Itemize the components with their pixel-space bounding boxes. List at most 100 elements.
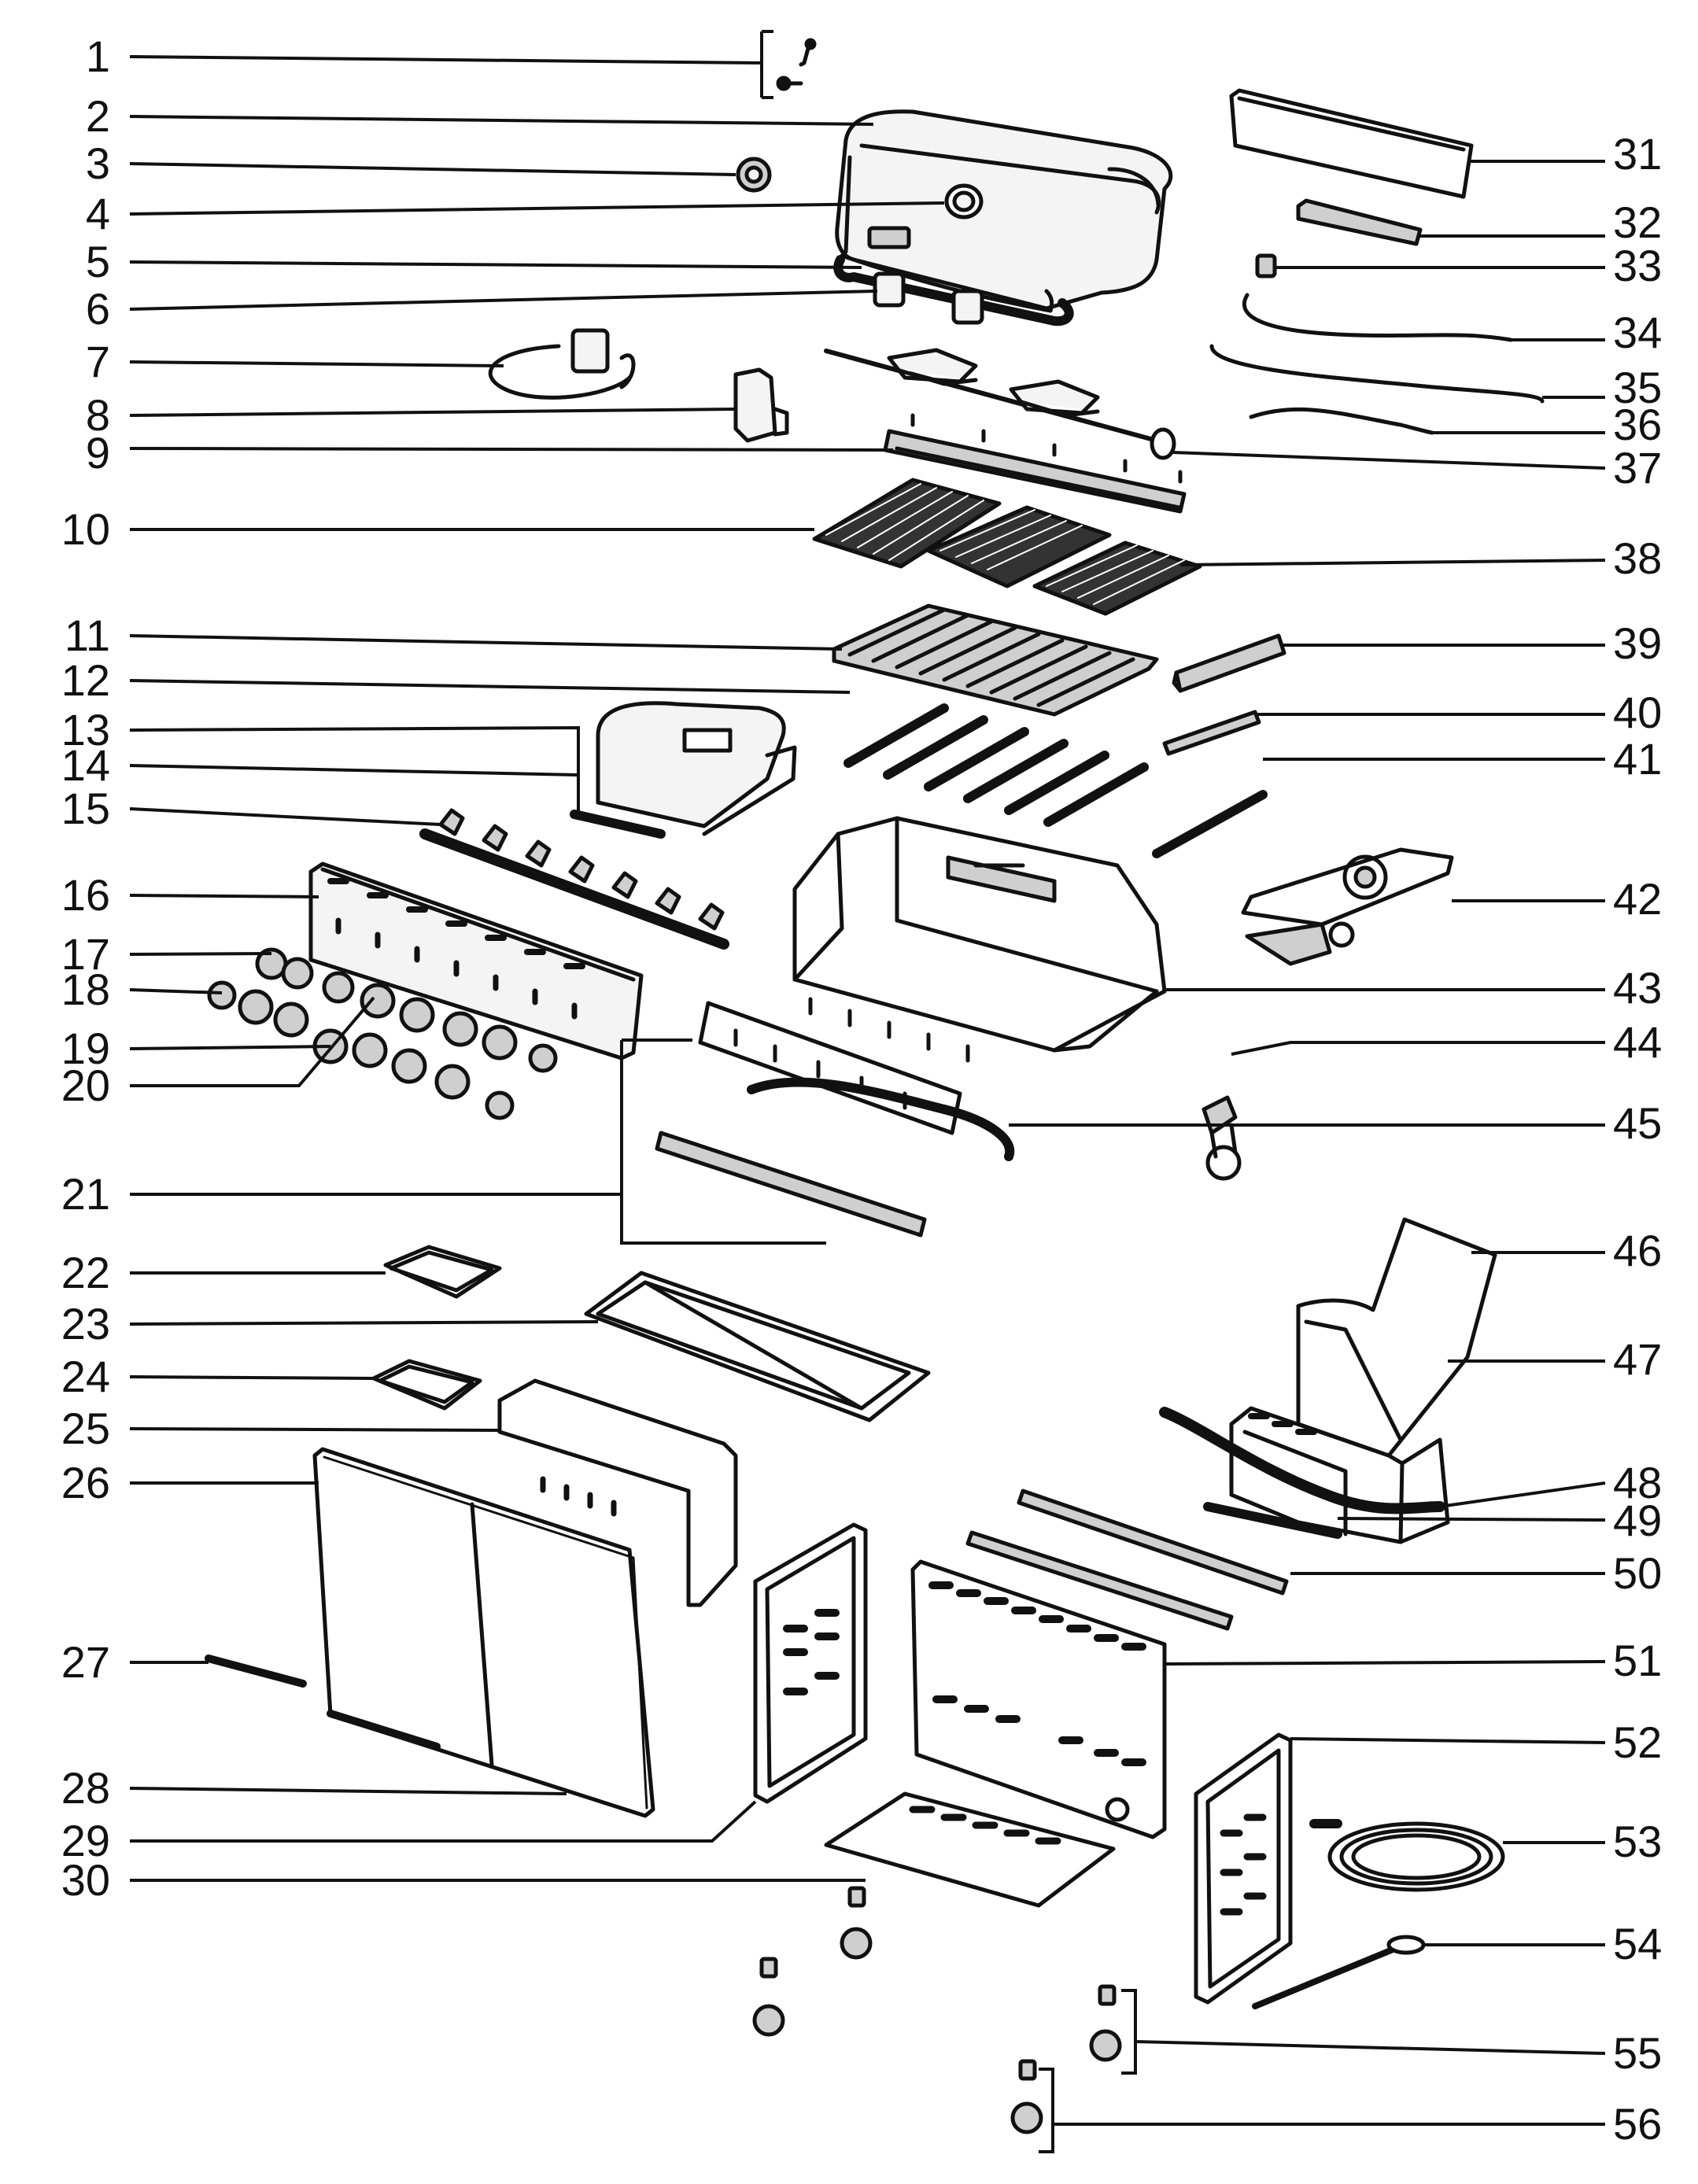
callout-8: 8 bbox=[85, 390, 110, 440]
leader-lines-right bbox=[1009, 160, 1606, 2153]
callout-29: 29 bbox=[61, 1816, 110, 1865]
side-burner-hose bbox=[1159, 1407, 1445, 1514]
callout-14: 14 bbox=[61, 740, 110, 790]
flavorizer-bars bbox=[832, 603, 1159, 717]
control-knobs bbox=[207, 947, 558, 1120]
igniter-module bbox=[1296, 198, 1423, 246]
warming-rack bbox=[883, 413, 1187, 514]
gas-hose-coil bbox=[1309, 1819, 1505, 1892]
callout-10: 10 bbox=[61, 504, 110, 554]
callout-44: 44 bbox=[1613, 1017, 1663, 1067]
screws bbox=[776, 38, 817, 91]
callout-17: 17 bbox=[61, 929, 110, 979]
right-cart-frame bbox=[1194, 1732, 1293, 2005]
callout-9: 9 bbox=[85, 428, 110, 478]
gas-valves bbox=[419, 808, 729, 950]
callout-50: 50 bbox=[1613, 1548, 1663, 1598]
side-table bbox=[1229, 1217, 1497, 1544]
hood-handle bbox=[833, 255, 1074, 326]
side-burner bbox=[1241, 847, 1454, 966]
igniter-button bbox=[1255, 253, 1277, 279]
callout-1: 1 bbox=[85, 31, 110, 81]
callout-25: 25 bbox=[61, 1404, 110, 1453]
callout-15: 15 bbox=[61, 784, 110, 833]
motor-bracket bbox=[733, 367, 789, 443]
callout-30: 30 bbox=[61, 1855, 110, 1905]
callout-28: 28 bbox=[61, 1763, 110, 1813]
callout-13: 13 bbox=[61, 705, 110, 754]
crossover-tube bbox=[1152, 790, 1268, 858]
callout-18: 18 bbox=[61, 965, 110, 1014]
callout-39: 39 bbox=[1613, 618, 1663, 668]
callout-41: 41 bbox=[1613, 734, 1663, 784]
callout-7: 7 bbox=[85, 337, 110, 386]
side-table-lid bbox=[1229, 88, 1474, 199]
drip-trays bbox=[371, 1245, 502, 1411]
callout-48: 48 bbox=[1613, 1458, 1663, 1507]
callout-51: 51 bbox=[1613, 1636, 1663, 1685]
callout-2: 2 bbox=[85, 91, 110, 141]
cook-box bbox=[792, 816, 1167, 1063]
cooking-grates bbox=[812, 478, 1202, 616]
callout-12: 12 bbox=[61, 655, 110, 705]
callout-33: 33 bbox=[1613, 241, 1663, 290]
rear-panel bbox=[910, 1559, 1167, 1839]
thermometer-bezel bbox=[736, 157, 772, 193]
rotisserie-spit bbox=[824, 348, 1176, 460]
callout-34: 34 bbox=[1613, 308, 1663, 357]
callout-43: 43 bbox=[1613, 963, 1663, 1013]
callout-49: 49 bbox=[1613, 1496, 1663, 1545]
burner-tubes bbox=[843, 703, 1149, 827]
callout-55: 55 bbox=[1613, 2028, 1663, 2078]
caster-wheel bbox=[1202, 1095, 1242, 1181]
leader-lines-left bbox=[129, 30, 945, 1882]
callout-36: 36 bbox=[1613, 400, 1663, 449]
grease-tray bbox=[584, 1271, 931, 1422]
side-burner-lid bbox=[596, 701, 797, 836]
bottom-shelf bbox=[824, 1791, 1116, 1908]
callout-32: 32 bbox=[1613, 197, 1663, 247]
control-side-panel bbox=[497, 1378, 738, 1607]
side-burner-tube bbox=[1162, 710, 1261, 756]
callout-31: 31 bbox=[1613, 129, 1663, 179]
callout-52: 52 bbox=[1613, 1717, 1663, 1767]
callout-3: 3 bbox=[85, 138, 110, 188]
frame-braces bbox=[965, 1489, 1289, 1631]
callout-40: 40 bbox=[1613, 688, 1663, 737]
callout-26: 26 bbox=[61, 1458, 110, 1507]
callout-53: 53 bbox=[1613, 1817, 1663, 1866]
rotisserie-motor bbox=[488, 328, 636, 400]
callout-45: 45 bbox=[1613, 1098, 1663, 1148]
callout-27: 27 bbox=[61, 1637, 110, 1687]
callout-38: 38 bbox=[1613, 533, 1663, 583]
callout-24: 24 bbox=[61, 1352, 110, 1401]
callout-23: 23 bbox=[61, 1299, 110, 1348]
hood-thermometer bbox=[944, 183, 984, 220]
callout-35: 35 bbox=[1613, 363, 1663, 412]
callout-47: 47 bbox=[1613, 1334, 1663, 1384]
callout-56: 56 bbox=[1613, 2099, 1663, 2149]
callout-4: 4 bbox=[85, 189, 110, 238]
callout-20: 20 bbox=[61, 1061, 110, 1110]
callout-16: 16 bbox=[61, 870, 110, 920]
left-cart-frame bbox=[753, 1522, 868, 1804]
door-handles bbox=[205, 1655, 441, 1751]
callout-6: 6 bbox=[85, 284, 110, 334]
casters bbox=[752, 1886, 1122, 2134]
gas-supply-tube bbox=[1203, 1502, 1342, 1539]
control-panel bbox=[308, 861, 644, 1061]
grill-tool bbox=[1252, 1935, 1426, 2009]
callout-19: 19 bbox=[61, 1024, 110, 1073]
callout-54: 54 bbox=[1613, 1919, 1663, 1968]
callout-5: 5 bbox=[85, 237, 110, 286]
callout-21: 21 bbox=[61, 1169, 110, 1219]
callout-46: 46 bbox=[1613, 1226, 1663, 1275]
callout-22: 22 bbox=[61, 1248, 110, 1297]
heat-deflectors bbox=[655, 1001, 962, 1238]
manifold-hose bbox=[747, 1077, 1015, 1161]
hood bbox=[835, 109, 1173, 313]
igniter-wires bbox=[1209, 293, 1545, 435]
callout-37: 37 bbox=[1613, 443, 1663, 493]
